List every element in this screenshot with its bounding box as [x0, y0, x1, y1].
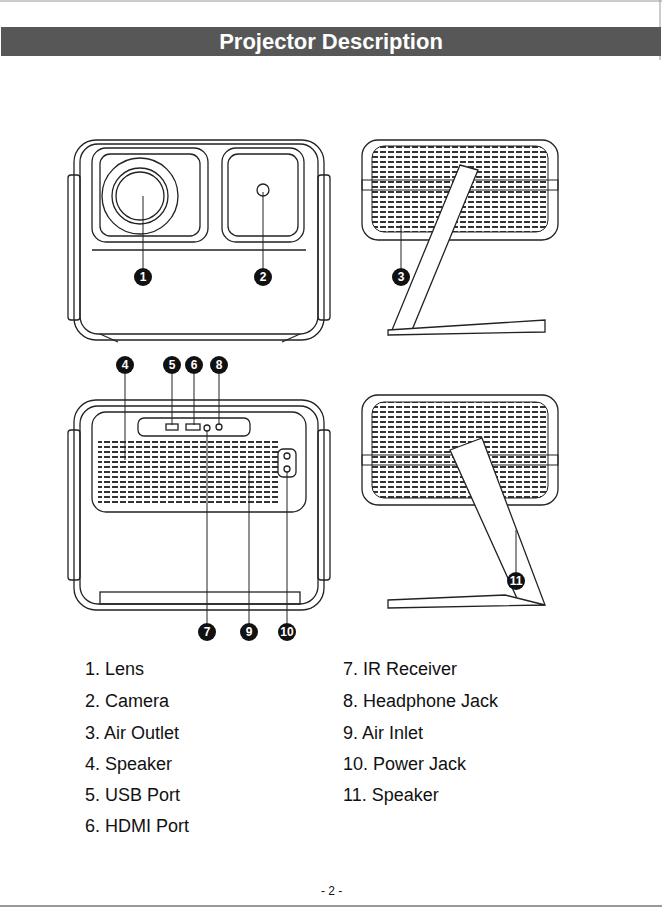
part-name: 5. USB Port	[85, 784, 180, 806]
part-name: 8. Headphone Jack	[343, 690, 498, 712]
leader-lines	[125, 374, 287, 623]
part-name: 1. Lens	[85, 658, 144, 680]
part-name: 10. Power Jack	[343, 753, 466, 775]
title-band: Projector Description	[1, 27, 661, 56]
side-view-bottom	[362, 395, 558, 608]
callout-number: 10	[278, 623, 296, 641]
page-number: - 2 -	[321, 884, 342, 898]
callout-number: 4	[116, 356, 134, 374]
part-name: 2. Camera	[85, 690, 169, 712]
leader-line	[516, 530, 517, 572]
leader-line	[143, 196, 144, 268]
part-name: 11. Speaker	[343, 784, 439, 806]
callout-number: 7	[198, 623, 216, 641]
part-name: 3. Air Outlet	[85, 722, 179, 744]
callout-number: 8	[210, 356, 228, 374]
callout-circles	[116, 268, 525, 641]
callout-number: 3	[392, 268, 410, 286]
callout-number: 6	[185, 356, 203, 374]
back-view	[68, 400, 330, 610]
side-view-top	[362, 140, 558, 335]
callout-number: 5	[163, 356, 181, 374]
bottom-rule	[0, 906, 662, 907]
front-view	[68, 140, 330, 342]
callout-number: 2	[254, 268, 272, 286]
top-rule	[0, 1, 662, 2]
part-name: 9. Air Inlet	[343, 722, 423, 744]
callout-number: 11	[507, 572, 525, 590]
part-name: 6. HDMI Port	[85, 815, 189, 837]
callout-number: 1	[134, 268, 152, 286]
page-title: Projector Description	[1, 27, 661, 56]
leader-line	[263, 192, 264, 268]
part-name: 4. Speaker	[85, 753, 172, 775]
callout-number: 9	[240, 623, 258, 641]
part-name: 7. IR Receiver	[343, 658, 457, 680]
leader-line	[401, 225, 402, 268]
